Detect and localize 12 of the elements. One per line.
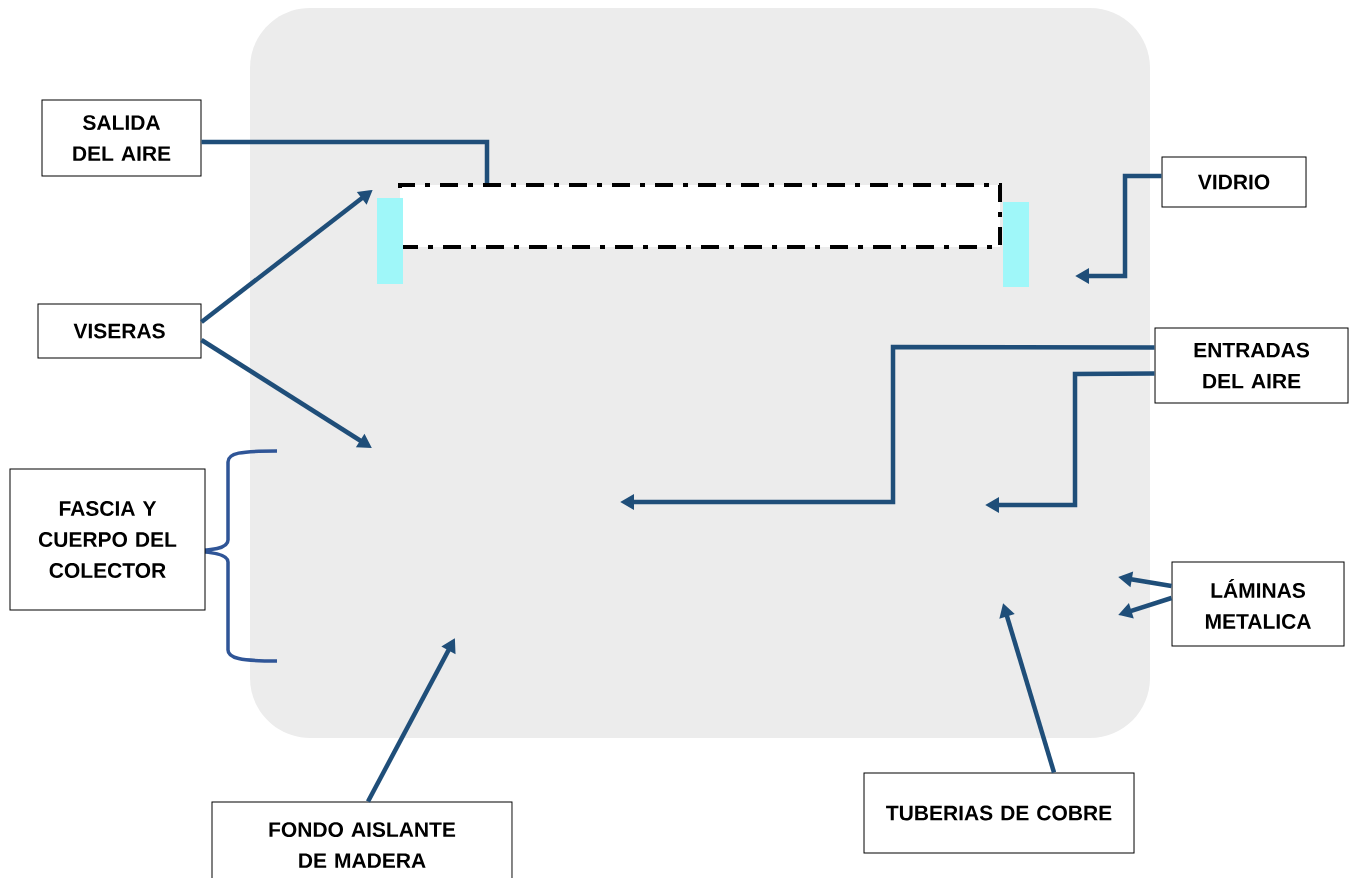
label-box: TUBERIAS DE COBRE [863, 772, 1135, 854]
visor [1003, 202, 1029, 287]
label-box: ENTRADAS DEL AIRE [1154, 327, 1349, 404]
label-box: FASCIA Y CUERPO DEL COLECTOR [9, 468, 206, 611]
visor [377, 198, 403, 284]
label-box: VISERAS [37, 303, 202, 359]
label-box: VIDRIO [1161, 156, 1307, 208]
air-channel [398, 183, 1002, 249]
leader-line [201, 139, 490, 183]
label-box: LÁMINAS METALICA [1171, 561, 1345, 647]
label-box: SALIDA DEL AIRE [41, 99, 202, 177]
label-box: FONDO AISLANTE DE MADERA [211, 801, 513, 878]
